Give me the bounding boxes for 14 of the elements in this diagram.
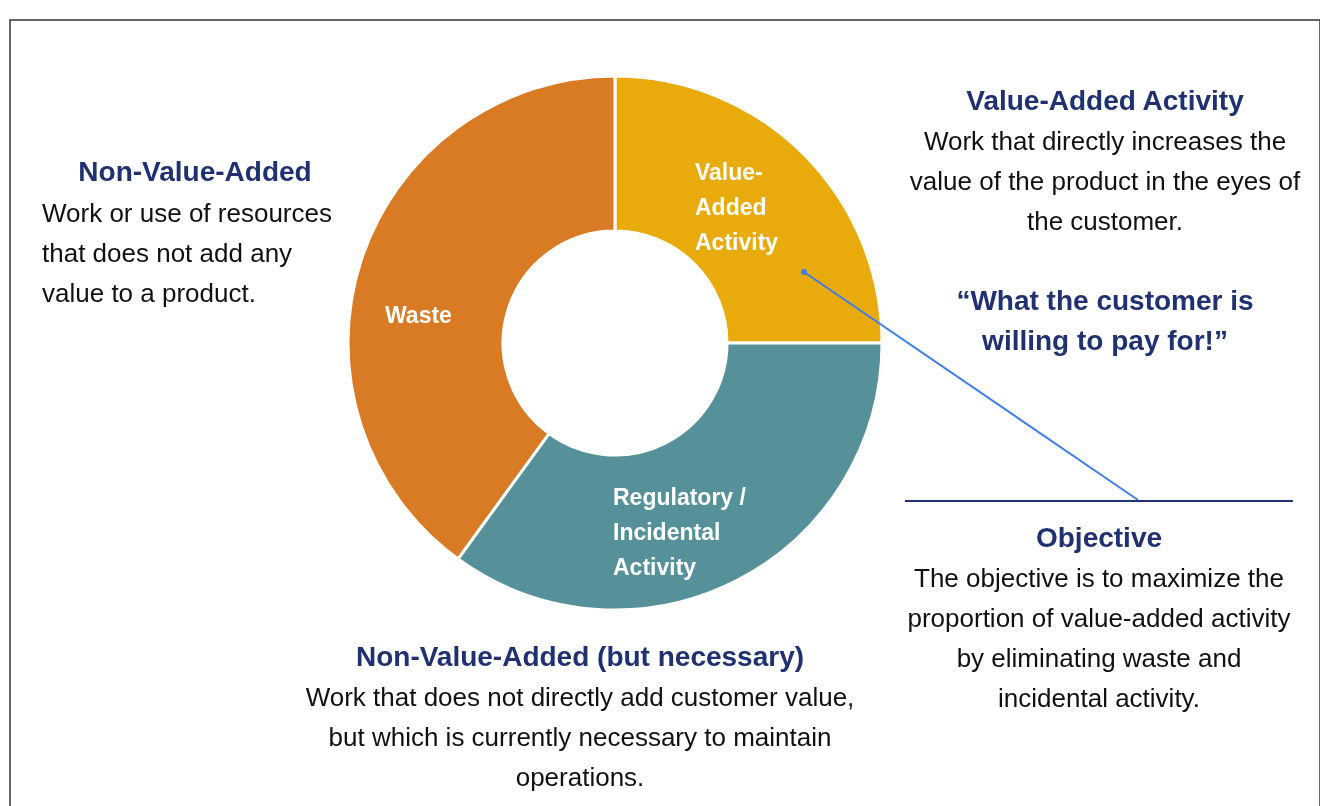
segment-label: Waste bbox=[385, 301, 453, 330]
quote: “What the customer is willing to pay for!” bbox=[955, 284, 1255, 358]
segment-label: Value-Added Activity bbox=[695, 158, 780, 257]
description: The objective is to maximize the proportion of value-added activity by eliminating waste and incidental activity. bbox=[906, 562, 1292, 715]
heading: Non-Value-Added (but necessary) bbox=[354, 640, 806, 674]
description: Work or use of resources that does not add any value to a product. bbox=[42, 197, 333, 310]
leader-line bbox=[801, 269, 1139, 501]
heading: Value-Added Activity bbox=[965, 84, 1245, 118]
heading: Non-Value-Added bbox=[77, 155, 313, 189]
description: Work that directly increases the value of the product in the eyes of the customer. bbox=[908, 125, 1302, 238]
donut-segment bbox=[456, 341, 884, 612]
segment-label: Regulatory / Incidental Activity bbox=[613, 483, 747, 582]
heading: Objective bbox=[1034, 521, 1164, 555]
description: Work that does not directly add customer value, but which is currently necessary to maintain operations. bbox=[304, 681, 856, 794]
